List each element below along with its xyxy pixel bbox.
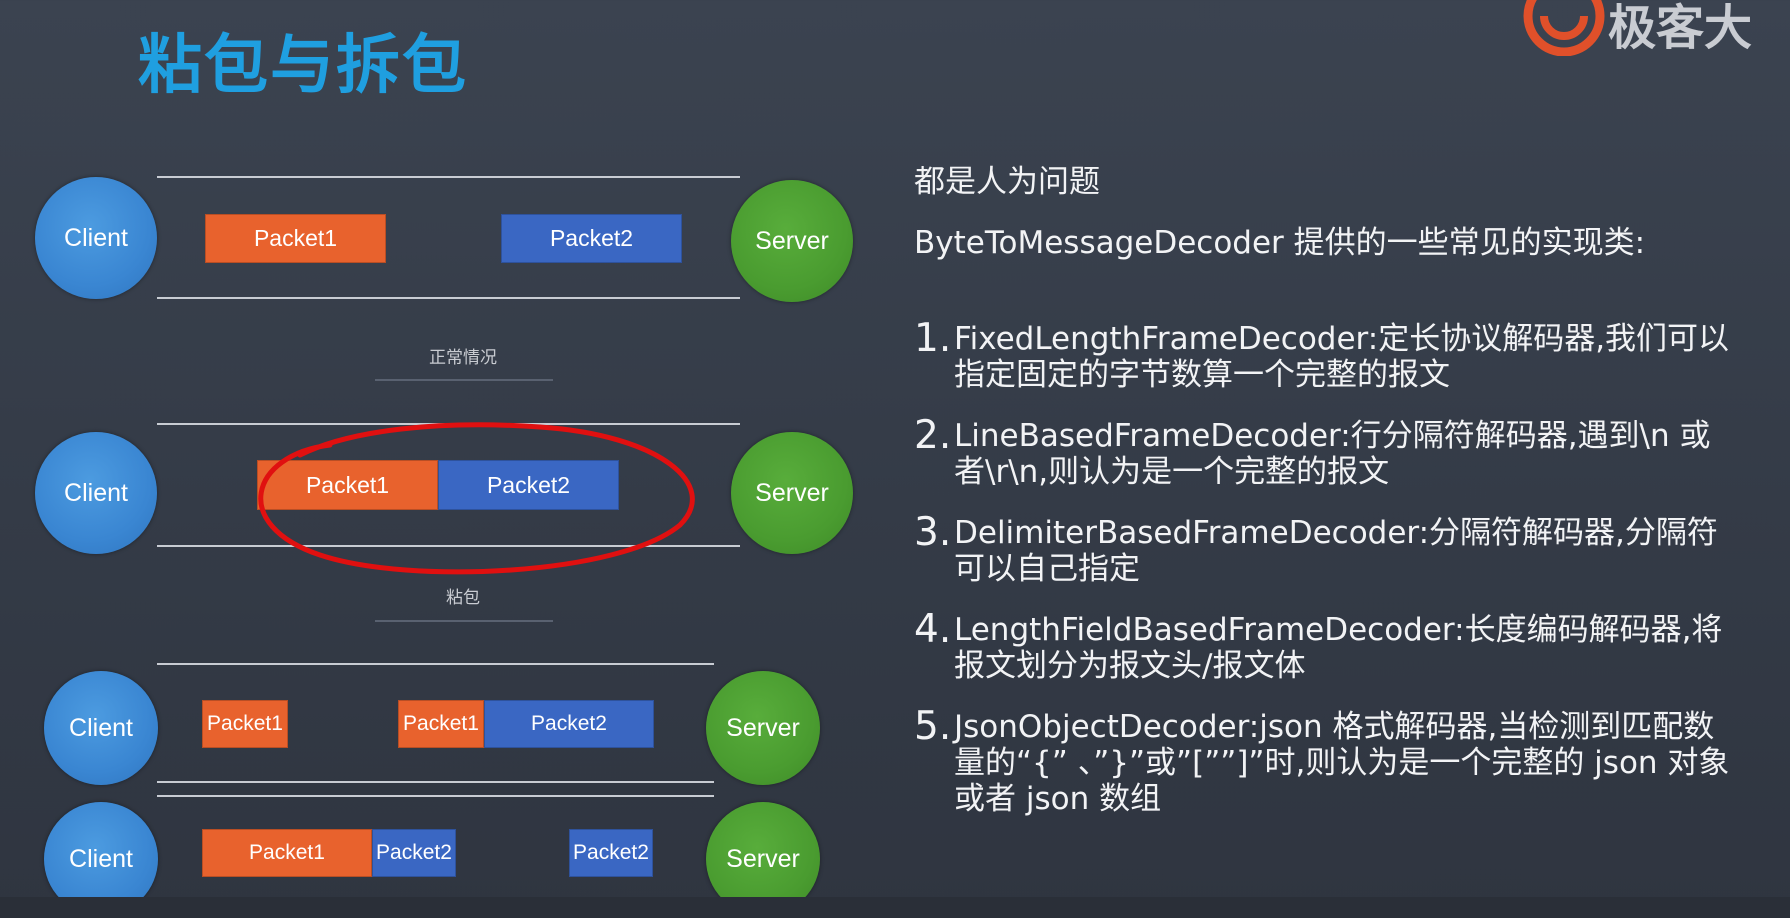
packet2-box: Packet2: [569, 829, 653, 877]
packet2-box: Packet2: [501, 214, 682, 263]
list-text: DelimiterBasedFrameDecoder:分隔符解码器,分隔符可以自…: [954, 515, 1718, 587]
list-number: 1.: [914, 316, 952, 361]
client-node: Client: [35, 432, 157, 554]
channel-line: [157, 545, 740, 547]
channel-line: [157, 297, 740, 299]
list-item: 1. FixedLengthFrameDecoder:定长协议解码器,我们可以指…: [914, 316, 1734, 393]
list-text: JsonObjectDecoder:json 格式解码器,当检测到匹配数量的“{…: [954, 709, 1730, 817]
client-node: Client: [35, 177, 157, 299]
intro-text: 都是人为问题: [914, 164, 1100, 200]
list-item: 4. LengthFieldBasedFrameDecoder:长度编码解码器,…: [914, 607, 1734, 684]
caption-normal: 正常情况: [429, 348, 497, 368]
logo-icon: [1523, 0, 1605, 56]
caption-underline: [375, 620, 553, 622]
channel-line: [157, 795, 714, 797]
lead-text: ByteToMessageDecoder 提供的一些常见的实现类:: [914, 225, 1646, 261]
subtitle-bar: [0, 897, 1790, 918]
list-number: 4.: [914, 607, 952, 652]
server-node: Server: [731, 432, 853, 554]
list-item: 2. LineBasedFrameDecoder:行分隔符解码器,遇到\n 或者…: [914, 413, 1734, 490]
server-node: Server: [731, 180, 853, 302]
packet1-box: Packet1: [257, 460, 438, 510]
packet1-box: Packet1: [202, 700, 288, 748]
client-node: Client: [44, 671, 158, 785]
server-node: Server: [706, 671, 820, 785]
packet1-box: Packet1: [398, 700, 484, 748]
list-number: 3.: [914, 510, 952, 555]
list-number: 5.: [914, 704, 952, 749]
channel-line: [157, 781, 714, 783]
packet2-box: Packet2: [484, 700, 654, 748]
list-text: LineBasedFrameDecoder:行分隔符解码器,遇到\n 或者\r\…: [954, 418, 1711, 490]
packet1-box: Packet1: [202, 829, 372, 877]
logo-text: 极客大: [1608, 0, 1753, 56]
list-item: 5. JsonObjectDecoder:json 格式解码器,当检测到匹配数量…: [914, 704, 1734, 817]
highlight-circle: [258, 422, 695, 575]
channel-line: [157, 663, 714, 665]
packet1-box: Packet1: [205, 214, 386, 263]
packet2-box: Packet2: [372, 829, 456, 877]
list-text: LengthFieldBasedFrameDecoder:长度编码解码器,将报文…: [954, 612, 1723, 684]
page-title: 粘包与拆包: [138, 29, 468, 103]
channel-line: [157, 176, 740, 178]
list-number: 2.: [914, 413, 952, 458]
packet2-box: Packet2: [438, 460, 619, 510]
list-text: FixedLengthFrameDecoder:定长协议解码器,我们可以指定固定…: [954, 321, 1730, 393]
caption-underline: [375, 379, 553, 381]
list-item: 3. DelimiterBasedFrameDecoder:分隔符解码器,分隔符…: [914, 510, 1734, 587]
caption-sticky: 粘包: [446, 588, 480, 608]
